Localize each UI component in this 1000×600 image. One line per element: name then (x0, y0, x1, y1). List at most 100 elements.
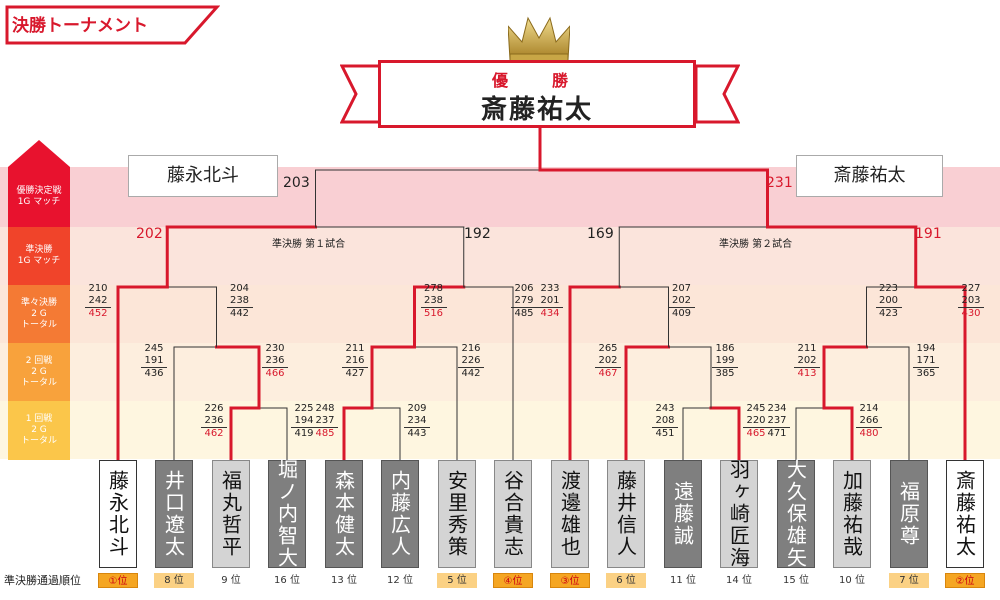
player-name: 藤井信人 (613, 470, 638, 558)
total-score: 485 (511, 307, 537, 320)
game2-score: 203 (961, 295, 981, 306)
game1-score: 209 (407, 403, 427, 414)
player-card: 大久保雄矢 (777, 459, 815, 569)
band-r1 (0, 401, 1000, 459)
game2-score: 220 (746, 415, 766, 426)
total-score: 516 (420, 307, 447, 320)
player-rank: ④位 (493, 573, 533, 588)
game2-score: 279 (514, 295, 534, 306)
final-left-score: 203 (283, 175, 310, 191)
game2-score: 234 (407, 415, 427, 426)
game2-score: 200 (878, 295, 899, 306)
band-r2 (0, 343, 1000, 401)
game2-score: 266 (859, 415, 879, 426)
player-name: 安里秀策 (444, 470, 469, 558)
game2-score: 216 (345, 355, 365, 366)
total-score: 409 (668, 307, 695, 320)
total-score: 465 (743, 427, 769, 440)
player-card: 安里秀策 (438, 460, 476, 568)
total-score: 467 (595, 367, 621, 380)
total-score: 436 (141, 367, 167, 380)
game2-score: 191 (144, 355, 164, 366)
game2-score: 202 (797, 355, 817, 366)
semi1-right-score: 192 (464, 226, 491, 242)
champion-ribbon (340, 64, 740, 124)
rank-caption: 準決勝通過順位 (4, 574, 81, 587)
player-name: 加藤祐哉 (839, 470, 864, 558)
game1-score: 265 (598, 343, 618, 354)
game1-score: 243 (655, 403, 675, 414)
player-rank: ③位 (550, 573, 590, 588)
total-score: 485 (312, 427, 338, 440)
game1-score: 207 (671, 283, 692, 294)
total-score: 442 (458, 367, 484, 380)
player-rank: 14 位 (726, 575, 752, 586)
player-rank: 16 位 (274, 575, 300, 586)
player-rank: ②位 (945, 573, 985, 588)
game1-score: 233 (540, 283, 560, 294)
player-name: 内藤広人 (387, 470, 412, 558)
game1-score: 186 (715, 343, 735, 354)
player-name: 井口遼太 (161, 470, 186, 558)
total-score: 365 (913, 367, 939, 380)
player-card: 羽ヶ崎匠海 (720, 459, 758, 569)
game1-score: 248 (315, 403, 335, 414)
player-name: 谷合貴志 (500, 470, 525, 558)
player-name: 遠藤誠 (670, 481, 695, 547)
player-name: 森本健太 (331, 470, 356, 558)
player-rank: 7 位 (889, 573, 929, 588)
player-rank: 13 位 (331, 575, 357, 586)
player-card: 福丸哲平 (212, 460, 250, 568)
player-card: 内藤広人 (381, 460, 419, 568)
game1-score: 234 (767, 403, 787, 414)
game2-score: 226 (461, 355, 481, 366)
finalist-right: 斎藤祐太 (796, 155, 943, 197)
game2-score: 236 (204, 415, 224, 426)
game2-score: 208 (655, 415, 675, 426)
champion-label: 優 勝 (491, 71, 582, 90)
band-qf (0, 285, 1000, 343)
header-tag (5, 5, 220, 45)
total-score: 452 (85, 307, 111, 320)
game1-score: 216 (461, 343, 481, 354)
game1-score: 245 (746, 403, 766, 414)
total-score: 443 (404, 427, 430, 440)
player-card: 渡邊雄也 (551, 460, 589, 568)
total-score: 442 (226, 307, 253, 320)
semi1-left-score: 202 (136, 226, 163, 242)
total-score: 419 (291, 427, 317, 440)
game2-score: 238 (423, 295, 444, 306)
player-card: 井口遼太 (155, 460, 193, 568)
game1-score: 223 (878, 283, 899, 294)
total-score: 451 (652, 427, 678, 440)
player-card: 森本健太 (325, 460, 363, 568)
game1-score: 245 (144, 343, 164, 354)
player-card: 藤井信人 (607, 460, 645, 568)
champion-name: 斎藤祐太 (480, 95, 593, 125)
player-card: 堀ノ内智大 (268, 459, 306, 569)
total-score: 430 (958, 307, 984, 320)
total-score: 466 (262, 367, 288, 380)
final-right-score: 231 (766, 175, 793, 191)
game1-score: 210 (88, 283, 108, 294)
round-arrow (8, 140, 70, 460)
player-name: 大久保雄矢 (783, 459, 808, 569)
player-card: 遠藤誠 (664, 460, 702, 568)
game2-score: 237 (315, 415, 335, 426)
semi2-label: 準決勝 第２試合 (719, 239, 793, 250)
player-rank: 12 位 (387, 575, 413, 586)
player-rank: 5 位 (437, 573, 477, 588)
game1-score: 214 (859, 403, 879, 414)
game1-score: 227 (961, 283, 981, 294)
